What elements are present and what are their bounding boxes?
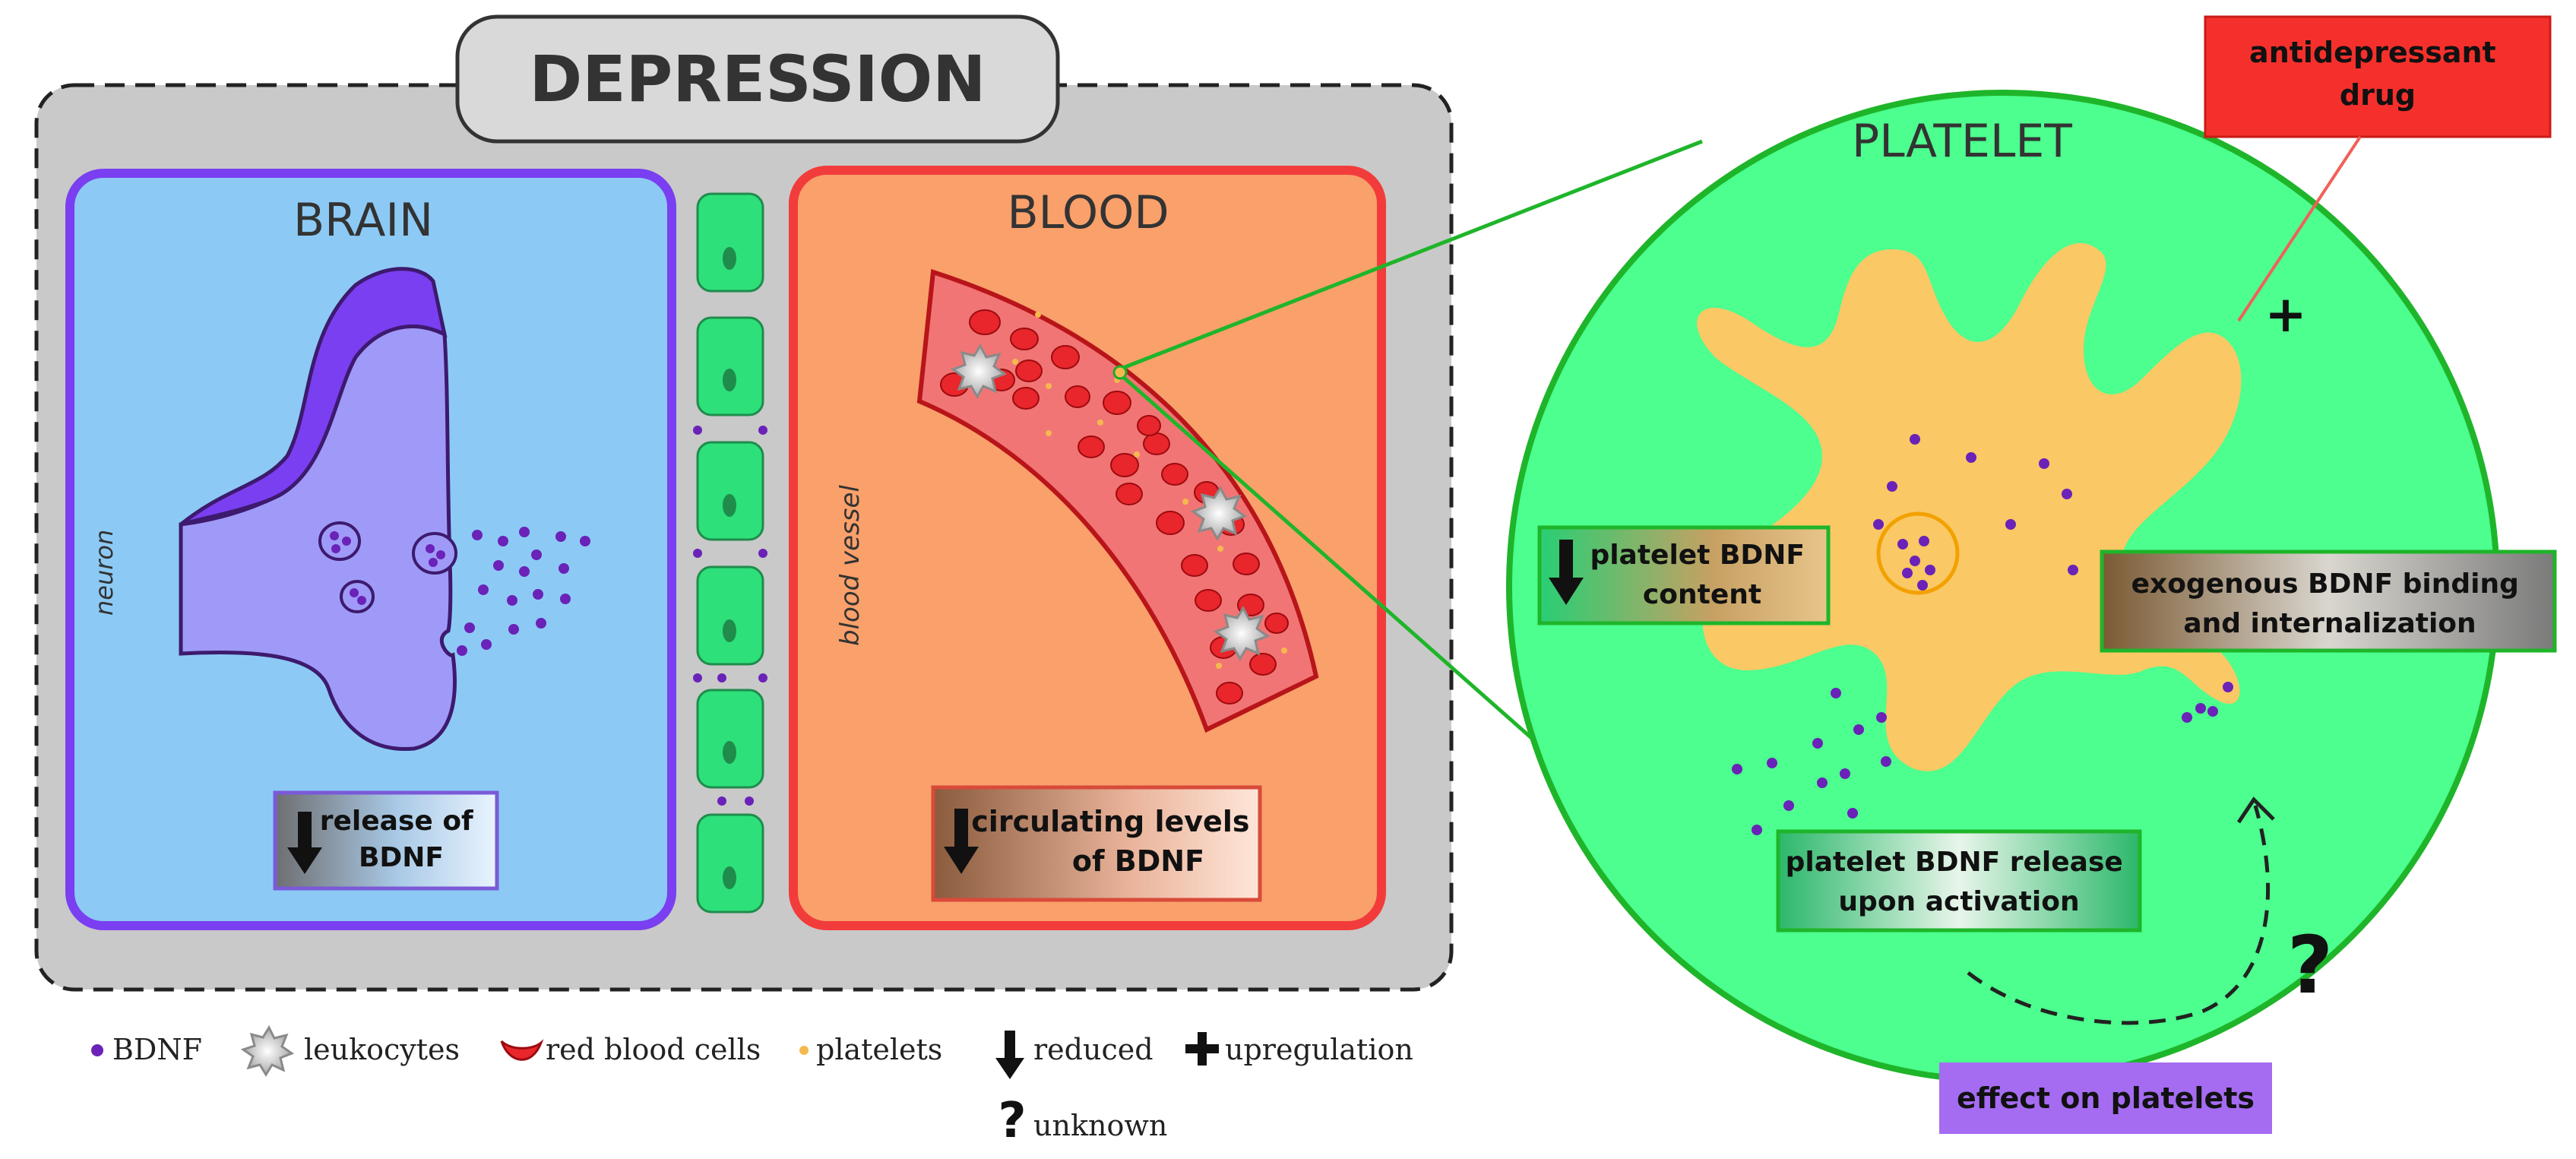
platelet-bdnf-dots — [1873, 434, 2233, 723]
red-blood-cell-icon — [500, 1039, 544, 1061]
effect-on-platelets-box — [1939, 1062, 2272, 1134]
legend-unknown: unknown — [1033, 1109, 1167, 1142]
effect-on-platelets-label: effect on platelets — [1957, 1081, 2255, 1115]
unknown-question-mark: ? — [2287, 919, 2333, 1012]
legend-leukocytes: leukocytes — [304, 1033, 460, 1066]
depression-title-box — [455, 14, 1060, 144]
vesicle-bdnf-dots — [330, 531, 445, 605]
legend: BDNF leukocytes red blood cells platelet… — [91, 1024, 1413, 1149]
drug-pointer-line — [2237, 135, 2362, 322]
release-bdnf-line1: release of — [320, 806, 473, 837]
arrowhead-icon — [2236, 796, 2275, 824]
circulating-line1: circulating levels — [971, 805, 1249, 838]
platelet-release-line1: platelet BDNF release — [1786, 847, 2123, 878]
platelet-title: PLATELET — [1852, 115, 2072, 168]
upregulation-plus: + — [2264, 285, 2306, 344]
antidepressant-box — [2204, 15, 2552, 138]
platelet-release-line2: upon activation — [1838, 886, 2079, 917]
svg-text:platelet BDNF release upon: platelet BDNF release upon activation — [1786, 847, 2133, 917]
blood-vessel — [916, 269, 1319, 733]
exogenous-line1: exogenous BDNF binding — [2131, 568, 2519, 600]
exogenous-bdnf-box — [2100, 549, 2557, 653]
platelet-dot-icon — [799, 1046, 809, 1055]
down-arrow-icon — [287, 812, 322, 874]
platelet-content-box — [1537, 525, 1831, 625]
legend-reduced: reduced — [1033, 1033, 1154, 1066]
released-bdnf-dots — [457, 527, 590, 656]
plus-icon — [1185, 1032, 1219, 1066]
neuron-label: neuron — [90, 530, 119, 616]
synaptic-vesicles — [318, 521, 457, 613]
legend-bdnf: BDNF — [112, 1033, 202, 1066]
exogenous-line2: and internalization — [2183, 608, 2476, 639]
neuron-body — [179, 325, 457, 752]
svg-text:platelet BDNF content: platelet BDNF content — [1590, 540, 1814, 610]
leukocyte-icon — [240, 1024, 295, 1077]
blood-vessel-label: blood vessel — [835, 485, 866, 646]
release-bdnf-box — [273, 790, 499, 891]
effect-dashed-arrow — [1967, 805, 2271, 1025]
down-arrow-icon — [995, 1031, 1024, 1079]
down-arrow-icon — [944, 809, 979, 874]
platelet-release-box — [1776, 829, 2142, 933]
platelet-content-line1: platelet BDNF — [1590, 540, 1805, 571]
svg-text:circulating levels of BDNF: circulating levels of BDNF — [971, 805, 1259, 878]
circulating-line2: of BDNF — [1072, 844, 1204, 878]
legend-red-blood-cells: red blood cells — [546, 1033, 761, 1066]
depression-title: DEPRESSION — [530, 42, 986, 116]
antidepressant-line2: drug — [2340, 78, 2416, 112]
blood-platelet-dots — [1012, 312, 1287, 669]
release-bdnf-line2: BDNF — [359, 842, 444, 873]
blood-title: BLOOD — [1007, 186, 1169, 239]
bdnf-dot-icon — [91, 1044, 103, 1056]
barrier-cells — [693, 192, 767, 914]
svg-text:exogenous BDNF binding an: exogenous BDNF binding and internalizati… — [2131, 568, 2529, 639]
svg-text:release of BDNF: release of BDNF — [320, 806, 483, 873]
leukocytes — [950, 343, 1271, 662]
platelet-nucleus-granule — [1876, 511, 1960, 595]
antidepressant-line1: antidepressant — [2249, 36, 2496, 69]
magnified-platelet-marker — [1112, 365, 1128, 380]
circulating-bdnf-box — [931, 785, 1262, 902]
question-mark-icon: ? — [998, 1093, 1026, 1149]
released-platelet-bdnf-dots — [1732, 688, 1891, 835]
brain-title: BRAIN — [293, 194, 433, 247]
legend-platelets: platelets — [816, 1033, 942, 1066]
legend-upregulation: upregulation — [1225, 1033, 1413, 1066]
down-arrow-icon — [1549, 540, 1584, 605]
platelet-content-line2: content — [1643, 579, 1761, 610]
svg-text:antidepressant drug: antidepressant drug — [2249, 36, 2506, 112]
